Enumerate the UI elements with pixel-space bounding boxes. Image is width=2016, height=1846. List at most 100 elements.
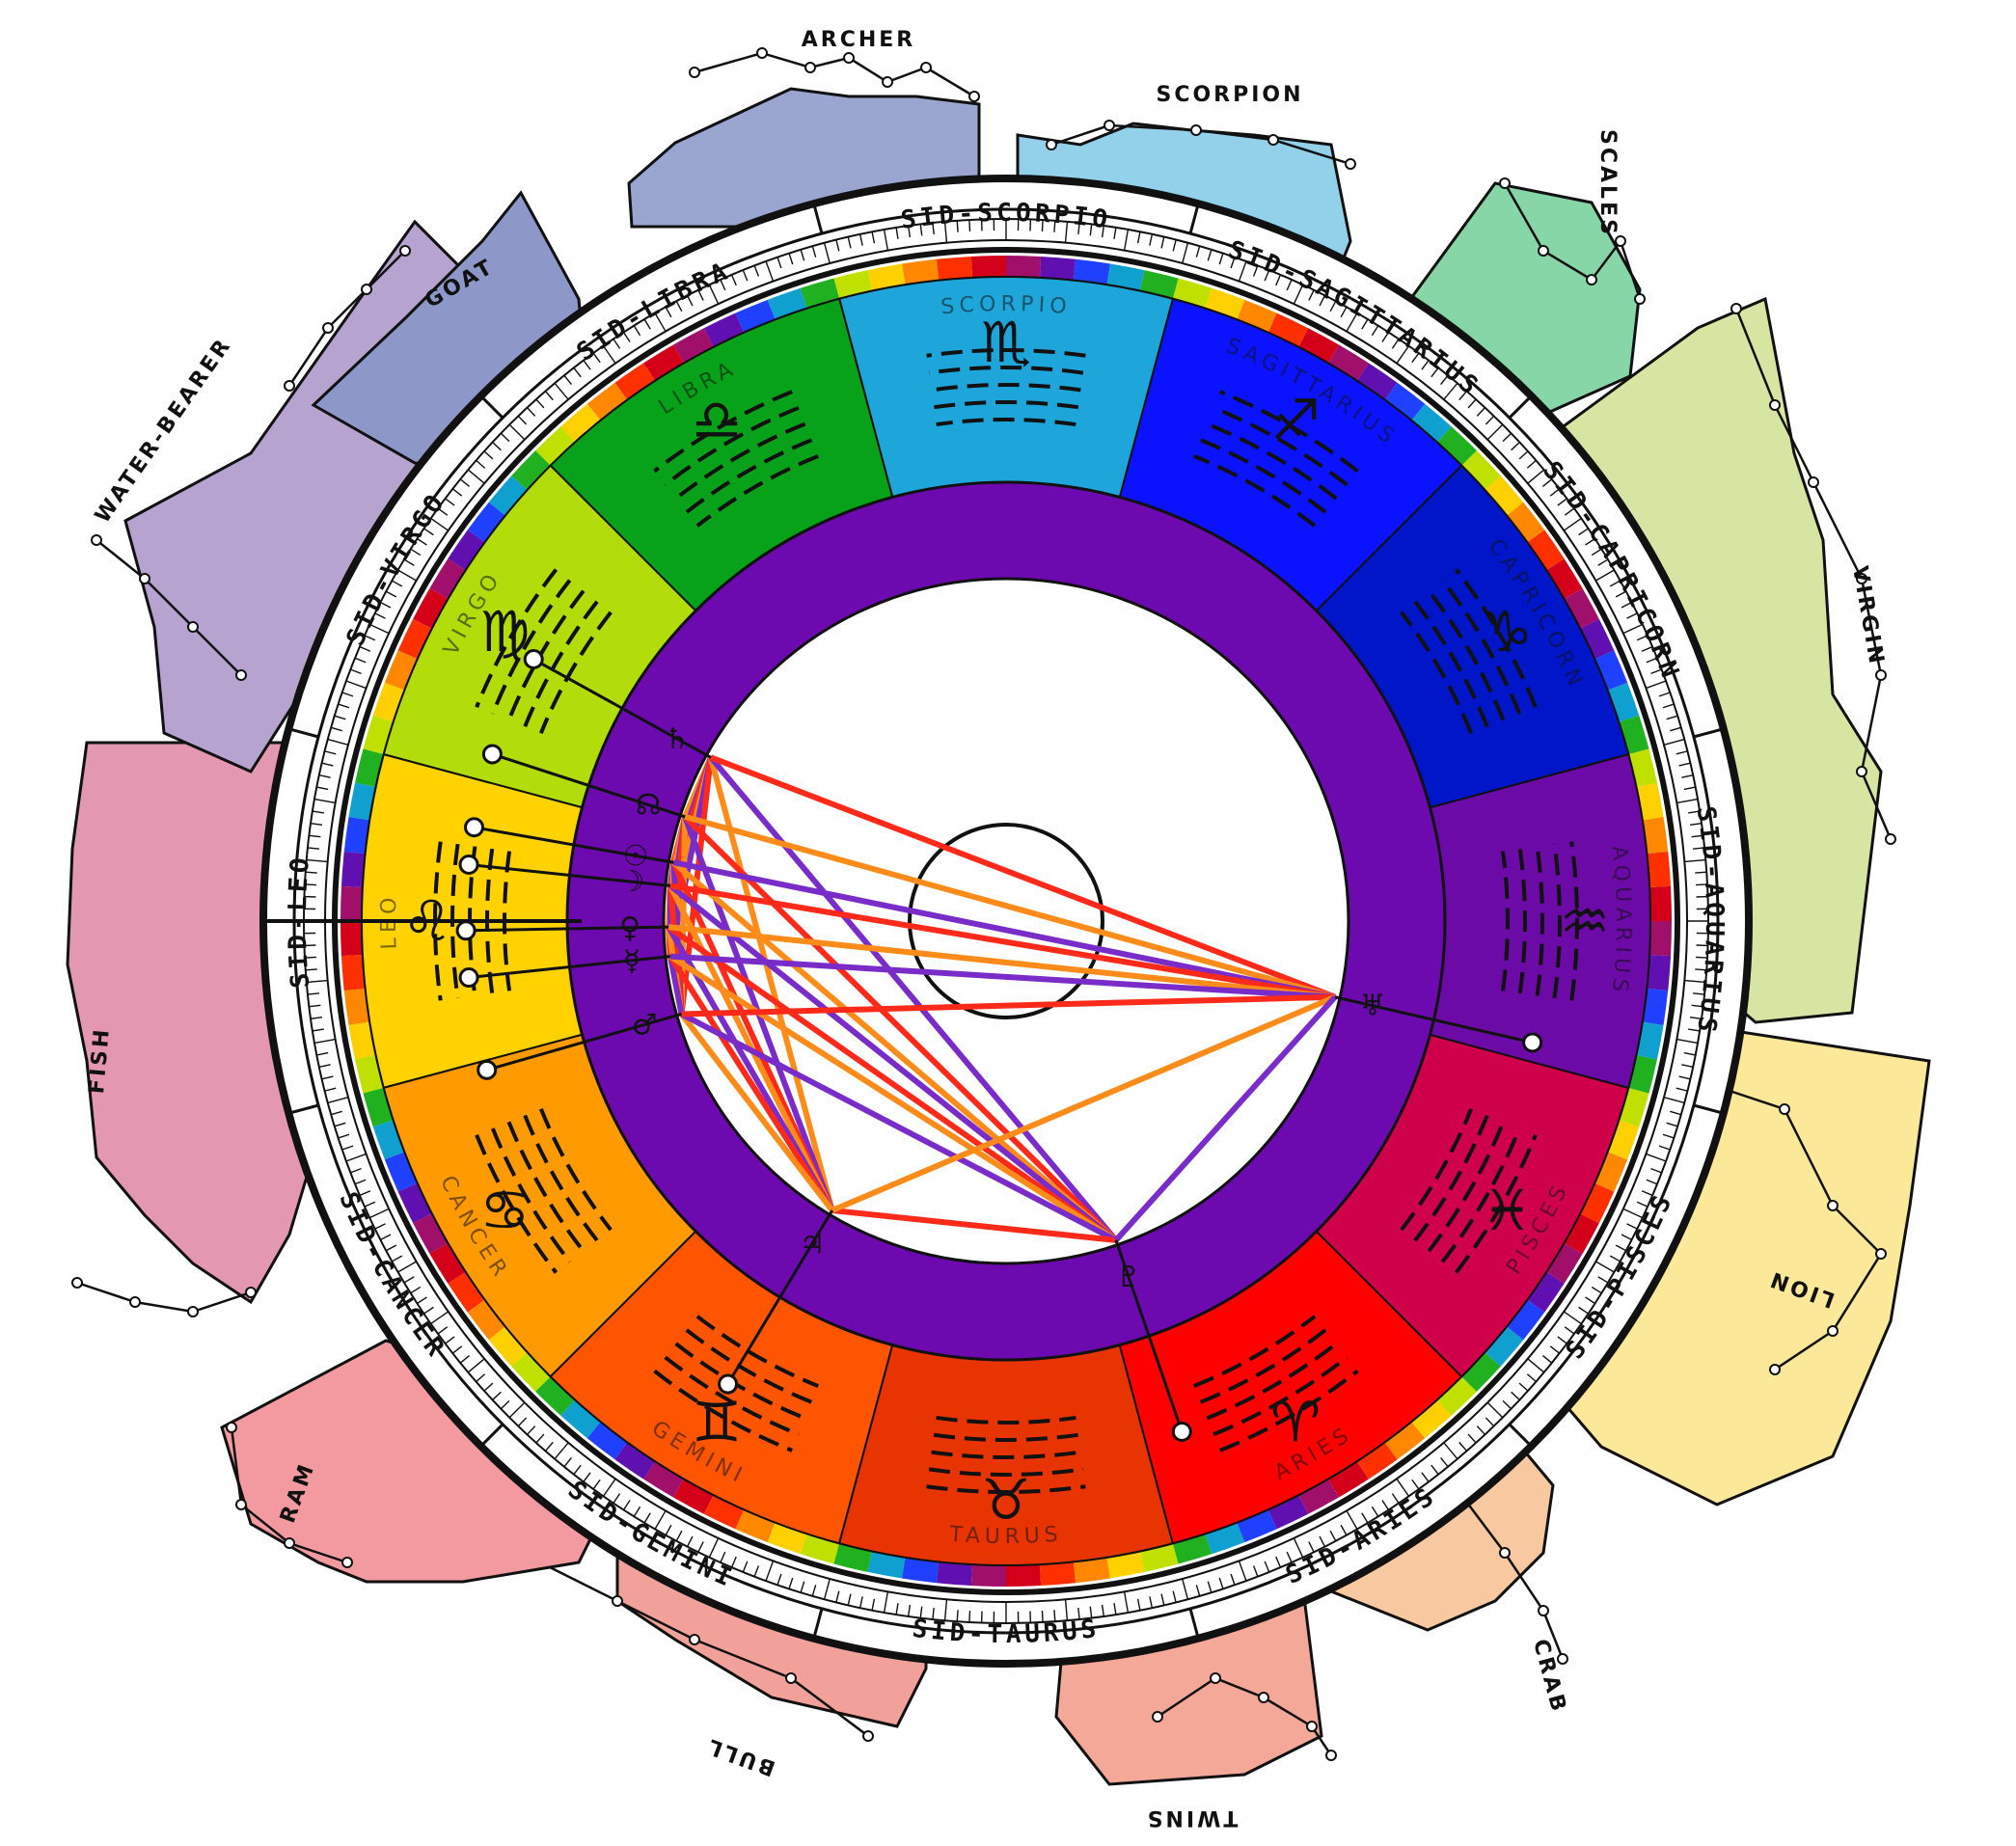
degree-tick bbox=[1264, 1561, 1270, 1573]
degree-tick bbox=[1670, 1110, 1681, 1116]
degree-tick bbox=[1430, 1464, 1439, 1476]
degree-tick bbox=[1689, 1016, 1703, 1020]
degree-tick bbox=[430, 517, 450, 531]
degree-tick bbox=[364, 1201, 376, 1208]
degree-tick bbox=[1443, 382, 1458, 400]
degree-tick bbox=[633, 1506, 641, 1517]
degree-tick bbox=[1238, 1561, 1247, 1582]
planet-glyph: ♄ bbox=[664, 722, 690, 756]
constellation-star bbox=[862, 1730, 874, 1742]
degree-tick bbox=[305, 871, 317, 874]
degree-tick bbox=[1526, 1373, 1537, 1383]
decan-bar bbox=[1199, 1328, 1327, 1404]
constellation-star bbox=[139, 573, 150, 584]
degree-tick bbox=[858, 1596, 863, 1609]
degree-tick bbox=[1275, 274, 1282, 286]
degree-tick bbox=[364, 635, 376, 641]
degree-tick bbox=[583, 1472, 591, 1482]
spectrum-cell bbox=[355, 748, 384, 788]
sidereal-divider bbox=[812, 1608, 824, 1640]
constellation-figure-line bbox=[76, 1281, 252, 1314]
degree-tick bbox=[1089, 1606, 1093, 1618]
aspect-line bbox=[672, 859, 1336, 1000]
degree-tick bbox=[1622, 623, 1644, 635]
degree-tick bbox=[686, 295, 694, 307]
constellation-star bbox=[1046, 139, 1057, 150]
spectrum-cell bbox=[1356, 363, 1398, 400]
degree-tick bbox=[1663, 1097, 1685, 1104]
degree-tick bbox=[1113, 227, 1117, 239]
aspect-line bbox=[667, 954, 835, 1212]
degree-tick bbox=[1476, 407, 1486, 417]
constellation-star bbox=[1779, 1103, 1790, 1115]
degree-tick bbox=[1458, 1441, 1468, 1452]
decan-bar bbox=[928, 1467, 1084, 1477]
degree-tick bbox=[1518, 450, 1529, 460]
decan-bar bbox=[523, 1114, 599, 1242]
spectrum-cell bbox=[1298, 328, 1339, 364]
planet-pointer bbox=[532, 658, 712, 759]
degree-tick bbox=[1064, 221, 1069, 243]
decan-bar bbox=[653, 1369, 793, 1452]
degree-tick bbox=[1340, 306, 1348, 318]
degree-tick bbox=[445, 498, 455, 506]
degree-tick bbox=[800, 1581, 805, 1593]
degree-tick bbox=[430, 1311, 450, 1325]
decan-bar bbox=[506, 589, 586, 721]
degree-tick bbox=[1371, 325, 1379, 337]
degree-tick bbox=[1615, 590, 1627, 598]
planet-marker bbox=[458, 967, 479, 989]
sign-glyph: ♐ bbox=[1270, 387, 1321, 452]
degree-tick bbox=[835, 239, 840, 252]
degree-tick bbox=[391, 1255, 403, 1262]
aspect-line bbox=[708, 755, 1119, 1242]
decan-bar bbox=[523, 600, 599, 728]
spectrum-cell bbox=[1205, 1522, 1245, 1555]
degree-tick bbox=[1218, 253, 1224, 265]
degree-tick bbox=[350, 1167, 362, 1174]
degree-tick bbox=[1681, 1064, 1694, 1069]
spectrum-cell bbox=[1607, 1120, 1640, 1160]
aspect-line bbox=[831, 993, 1337, 1213]
degree-tick bbox=[811, 246, 817, 258]
aspect-line bbox=[1113, 994, 1338, 1242]
decan-bar bbox=[674, 421, 806, 501]
degree-tick bbox=[622, 332, 631, 342]
degree-tick bbox=[517, 1417, 528, 1427]
decan-bar bbox=[685, 1328, 813, 1404]
constellation-label: FISH bbox=[85, 1026, 115, 1095]
degree-tick bbox=[895, 1603, 899, 1615]
degree-tick bbox=[1502, 1399, 1512, 1410]
degree-tick bbox=[1136, 1598, 1141, 1611]
spectrum-cell bbox=[970, 1564, 1006, 1587]
spectrum-cell bbox=[429, 558, 466, 599]
spectrum-cell bbox=[343, 988, 370, 1025]
degree-tick bbox=[1621, 1234, 1632, 1241]
degree-tick bbox=[1077, 222, 1080, 234]
constellation-star bbox=[756, 47, 768, 59]
degree-tick bbox=[1160, 1593, 1165, 1606]
degree-tick bbox=[1622, 1208, 1644, 1219]
degree-tick bbox=[665, 1524, 672, 1536]
constellation-star bbox=[322, 322, 334, 334]
constellation-label: CRAB bbox=[1528, 1637, 1571, 1717]
degree-tick bbox=[1440, 374, 1449, 386]
spectrum-cell bbox=[1328, 344, 1369, 381]
spectrum-cell bbox=[1594, 650, 1628, 691]
degree-tick bbox=[753, 265, 760, 277]
degree-tick bbox=[1518, 1382, 1529, 1392]
degree-tick bbox=[338, 703, 350, 709]
degree-tick bbox=[811, 1585, 817, 1596]
spectrum-cell bbox=[703, 312, 745, 347]
degree-tick bbox=[1123, 229, 1130, 251]
sidereal-divider bbox=[287, 727, 319, 739]
degree-tick bbox=[919, 1606, 923, 1618]
degree-tick bbox=[554, 1442, 569, 1460]
spectrum-cell bbox=[355, 1054, 384, 1094]
spectrum-cell bbox=[833, 1543, 873, 1572]
degree-tick bbox=[1396, 345, 1410, 365]
decan-bar bbox=[539, 611, 613, 734]
degree-tick bbox=[602, 345, 616, 365]
degree-tick bbox=[1421, 360, 1430, 370]
degree-tick bbox=[1646, 1179, 1658, 1185]
